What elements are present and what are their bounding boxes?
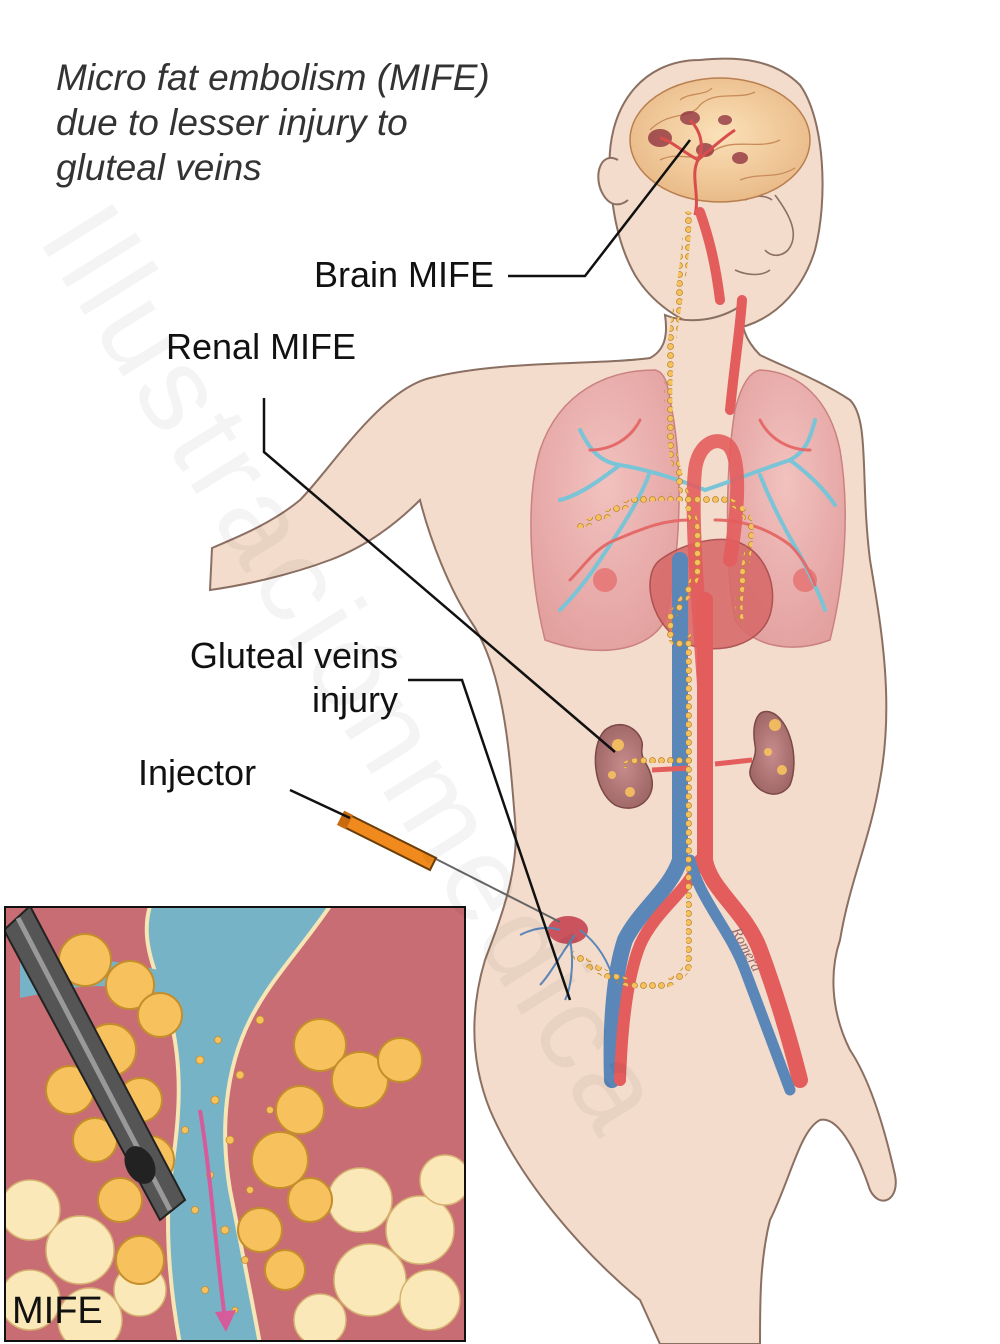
gluteal-injury-site (519, 916, 616, 1001)
right-iliac-vein (684, 854, 796, 1096)
label-injector: Injector (138, 752, 257, 793)
inset-panel (4, 906, 466, 1342)
label-gluteal-line-2: injury (311, 679, 398, 720)
label-renal-mife: Renal MIFE (166, 326, 357, 367)
inset-label-mife: MIFE (12, 1290, 103, 1332)
label-brain-mife: Brain MIFE (314, 254, 495, 295)
descending-aorta (697, 592, 808, 1088)
inferior-vena-cava (603, 552, 688, 1088)
fat-emboli-path (571, 211, 754, 991)
leader-lines (262, 139, 691, 1001)
title-line-2: due to lesser injury to (56, 102, 408, 143)
left-iliac-artery (614, 854, 706, 1086)
title-line-1: Micro fat embolism (MIFE) (56, 57, 490, 98)
brain (629, 77, 811, 216)
title-line-3: gluteal veins (56, 147, 262, 188)
label-gluteal-line-1: Gluteal veins (189, 635, 398, 676)
carotid-artery (695, 207, 725, 305)
diagram-title: Micro fat embolism (MIFE) due to lesser … (56, 55, 556, 190)
neck-artery (725, 295, 747, 415)
lungs (530, 369, 846, 652)
label-gluteal-veins-injury: Gluteal veins injury (172, 634, 398, 722)
